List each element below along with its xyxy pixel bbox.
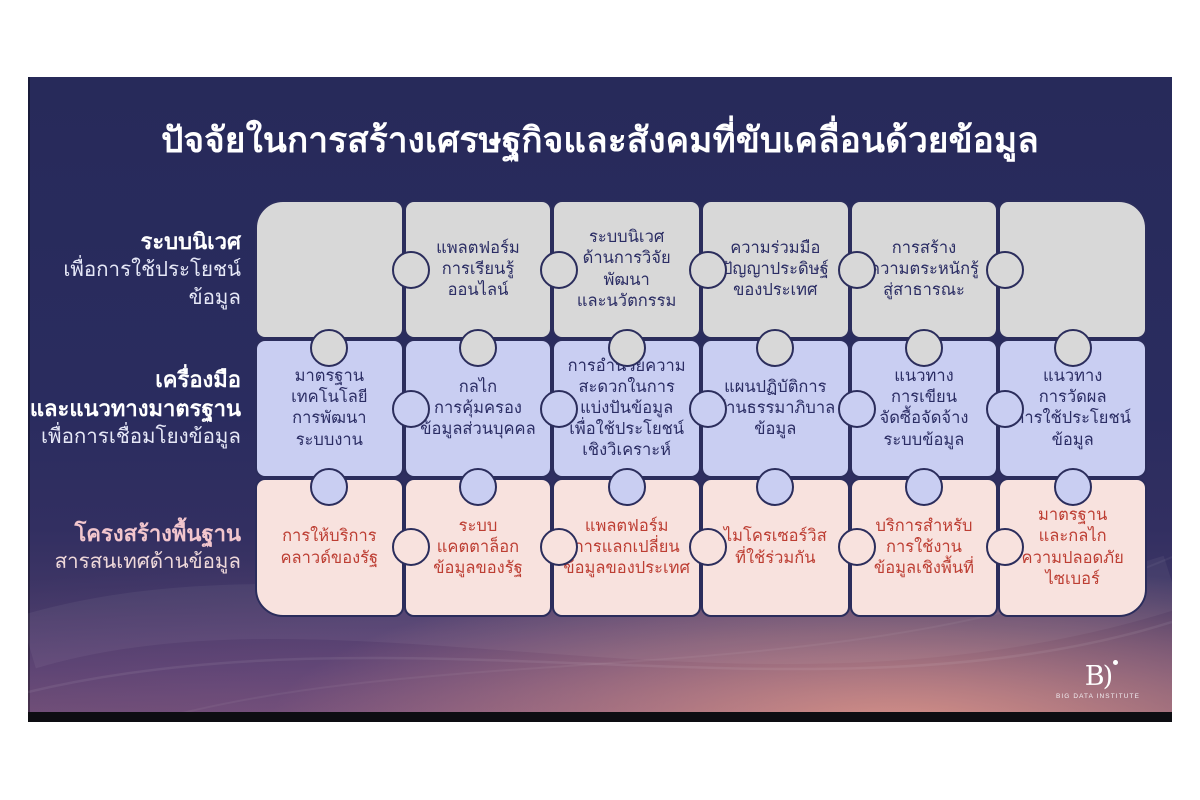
puzzle-knob: [310, 328, 349, 367]
puzzle-piece-r1c2: แพลตฟอร์ม การเรียนรู้ ออนไลน์: [403, 200, 553, 339]
puzzle-knob: [607, 328, 646, 367]
slide: ปัจจัยในการสร้างเศรษฐกิจและสังคมที่ขับเค…: [28, 77, 1172, 722]
puzzle-knob: [837, 250, 876, 289]
puzzle-knob: [1053, 468, 1092, 506]
bdi-logo-letters: B): [1084, 661, 1113, 692]
row-label-tools-standards: เครื่องมือ และแนวทางมาตรฐาน เพื่อการเชื่…: [28, 339, 241, 478]
puzzle-knob: [986, 250, 1025, 289]
bdi-logo-mark: B): [1084, 660, 1119, 692]
puzzle-knob: [689, 528, 727, 567]
puzzle-piece-r1c4: ความร่วมมือ ปัญญาประดิษฐ์ ของประเทศ: [701, 200, 850, 339]
puzzle-knob: [540, 250, 579, 289]
page-title: ปัจจัยในการสร้างเศรษฐกิจและสังคมที่ขับเค…: [161, 121, 1039, 160]
bdi-logo-dot-icon: [1113, 660, 1119, 665]
puzzle-knob: [689, 389, 727, 428]
puzzle-knob: [756, 468, 795, 506]
row-label-infrastructure: โครงสร้างพื้นฐาน สารสนเทศด้านข้อมูล: [28, 478, 241, 617]
puzzle-knob: [837, 389, 876, 428]
puzzle-knob: [391, 528, 430, 567]
puzzle-grid: แพลตฟอร์ม การเรียนรู้ ออนไลน์ ระบบนิเวศ …: [255, 200, 1147, 617]
puzzle-knob: [837, 528, 876, 567]
puzzle-knob: [391, 389, 430, 428]
row-label-tools-standards-bold: เครื่องมือ และแนวทางมาตรฐาน: [29, 367, 241, 422]
puzzle-knob: [459, 468, 497, 506]
row-label-tools-standards-rest: เพื่อการเชื่อมโยงข้อมูล: [41, 425, 241, 449]
puzzle-knob: [905, 468, 943, 506]
bdi-logo: B) BIG DATA INSTITUTE: [1055, 660, 1140, 700]
puzzle-knob: [540, 528, 579, 567]
puzzle-knob: [689, 250, 727, 289]
puzzle-knob: [391, 250, 430, 289]
bdi-logo-text: BIG DATA INSTITUTE: [1055, 693, 1140, 700]
row-label-ecosystem-bold: ระบบนิเวศ: [140, 228, 241, 254]
puzzle-knob: [607, 468, 646, 506]
puzzle-knob: [459, 328, 497, 367]
puzzle-knob: [986, 389, 1025, 428]
row-label-ecosystem: ระบบนิเวศ เพื่อการใช้ประโยชน์ข้อมูล: [28, 200, 241, 339]
puzzle-knob: [1053, 328, 1092, 367]
puzzle-knob: [310, 468, 349, 506]
puzzle-piece-r1c1: [255, 200, 404, 339]
row-label-ecosystem-rest: เพื่อการใช้ประโยชน์ข้อมูล: [63, 257, 241, 310]
row-label-infrastructure-bold: โครงสร้างพื้นฐาน: [74, 520, 241, 546]
slide-bottom-bar: [28, 712, 1172, 722]
puzzle-knob: [540, 389, 579, 428]
row-label-infrastructure-rest: สารสนเทศด้านข้อมูล: [54, 549, 241, 573]
puzzle-knob: [905, 328, 943, 367]
puzzle-knob: [986, 528, 1025, 567]
puzzle-knob: [756, 328, 795, 367]
